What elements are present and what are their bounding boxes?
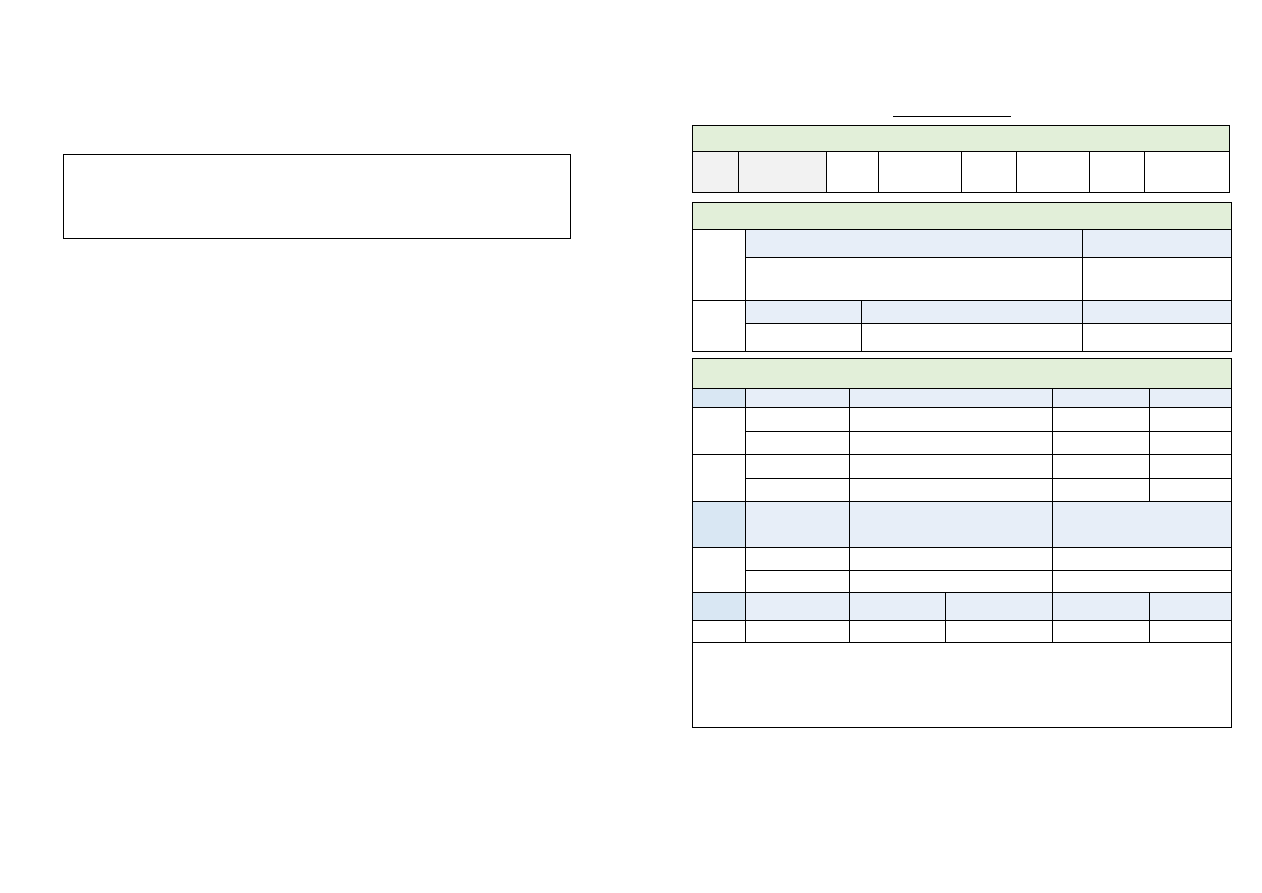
- section1-field-5[interactable]: [1089, 151, 1145, 193]
- section3-cell[interactable]: [1148, 620, 1233, 643]
- section3-cell[interactable]: [945, 620, 1053, 643]
- section2-table: [692, 202, 1232, 352]
- section3-cell[interactable]: [849, 547, 1053, 571]
- section3-remarks[interactable]: [691, 642, 1233, 728]
- section2-bottom-value-1[interactable]: [745, 323, 862, 352]
- info-box: [63, 154, 571, 239]
- section3-col-header-5: [1148, 388, 1233, 408]
- section3-subheader: [1051, 501, 1233, 548]
- section3-cell[interactable]: [745, 431, 850, 455]
- section2-top-header-2: [1082, 229, 1232, 258]
- section3-cell[interactable]: [692, 620, 746, 643]
- section1-label-1: [692, 151, 739, 193]
- section3-cell[interactable]: [745, 454, 850, 479]
- section3-cell[interactable]: [849, 407, 1053, 432]
- section3-cell[interactable]: [1052, 431, 1150, 455]
- section3-cell[interactable]: [849, 570, 1053, 593]
- section2-top-value-1[interactable]: [745, 257, 1083, 301]
- section3-subheader: [1052, 592, 1150, 621]
- section3-cell[interactable]: [849, 431, 1053, 455]
- section3-col-header-1: [692, 388, 746, 408]
- section3-cell[interactable]: [1052, 407, 1150, 432]
- section3-cell[interactable]: [745, 478, 850, 502]
- title-underline: [893, 116, 1011, 117]
- section3-subheader-label: [692, 592, 746, 621]
- section3-col-header-2: [745, 388, 850, 408]
- section3-cell[interactable]: [1052, 454, 1150, 479]
- section3-group-label: [692, 547, 746, 593]
- section2-bottom-header-3: [1082, 300, 1232, 324]
- section3-table: [691, 358, 1233, 728]
- section1-label-2: [738, 151, 827, 193]
- section3-cell[interactable]: [1148, 478, 1233, 502]
- section1-field-1[interactable]: [826, 151, 879, 193]
- form-title: [893, 100, 1011, 116]
- section1-table: [692, 125, 1230, 193]
- section1-header: [692, 125, 1230, 152]
- section3-col-header-3: [849, 388, 1053, 408]
- section2-row-label-1: [692, 229, 746, 301]
- section3-subheader-label: [692, 501, 746, 548]
- section2-bottom-header-2: [861, 300, 1083, 324]
- section3-cell[interactable]: [745, 620, 850, 643]
- section3-cell[interactable]: [1148, 454, 1233, 479]
- section3-cell[interactable]: [1148, 431, 1233, 455]
- section3-subheader: [849, 592, 946, 621]
- section3-group-label: [692, 454, 746, 502]
- section3-cell[interactable]: [1148, 407, 1233, 432]
- section3-subheader: [945, 592, 1053, 621]
- section3-subheader: [745, 592, 850, 621]
- section2-bottom-value-2[interactable]: [861, 323, 1083, 352]
- section3-cell[interactable]: [849, 620, 946, 643]
- section3-cell[interactable]: [745, 407, 850, 432]
- section1-field-6[interactable]: [1144, 151, 1230, 193]
- section3-subheader: [1148, 592, 1233, 621]
- section3-cell[interactable]: [1051, 547, 1233, 571]
- section3-cell[interactable]: [849, 478, 1053, 502]
- section1-field-3[interactable]: [961, 151, 1017, 193]
- section2-row-label-2: [692, 300, 746, 352]
- section3-cell[interactable]: [1052, 478, 1150, 502]
- section3-cell[interactable]: [1051, 570, 1233, 593]
- section1-field-4[interactable]: [1016, 151, 1090, 193]
- section1-field-2[interactable]: [878, 151, 962, 193]
- section3-cell[interactable]: [745, 570, 850, 593]
- section3-col-header-4: [1052, 388, 1150, 408]
- section2-bottom-value-3[interactable]: [1082, 323, 1232, 352]
- section2-bottom-header-1: [745, 300, 862, 324]
- section2-top-value-2[interactable]: [1082, 257, 1232, 301]
- section3-subheader: [745, 501, 850, 548]
- section3-cell[interactable]: [745, 547, 850, 571]
- section3-subheader: [849, 501, 1053, 548]
- section2-top-header-1: [745, 229, 1083, 258]
- section3-header: [691, 358, 1233, 389]
- section3-cell[interactable]: [1052, 620, 1150, 643]
- section3-cell[interactable]: [849, 454, 1053, 479]
- section2-header: [692, 202, 1232, 230]
- section3-group-label: [692, 407, 746, 455]
